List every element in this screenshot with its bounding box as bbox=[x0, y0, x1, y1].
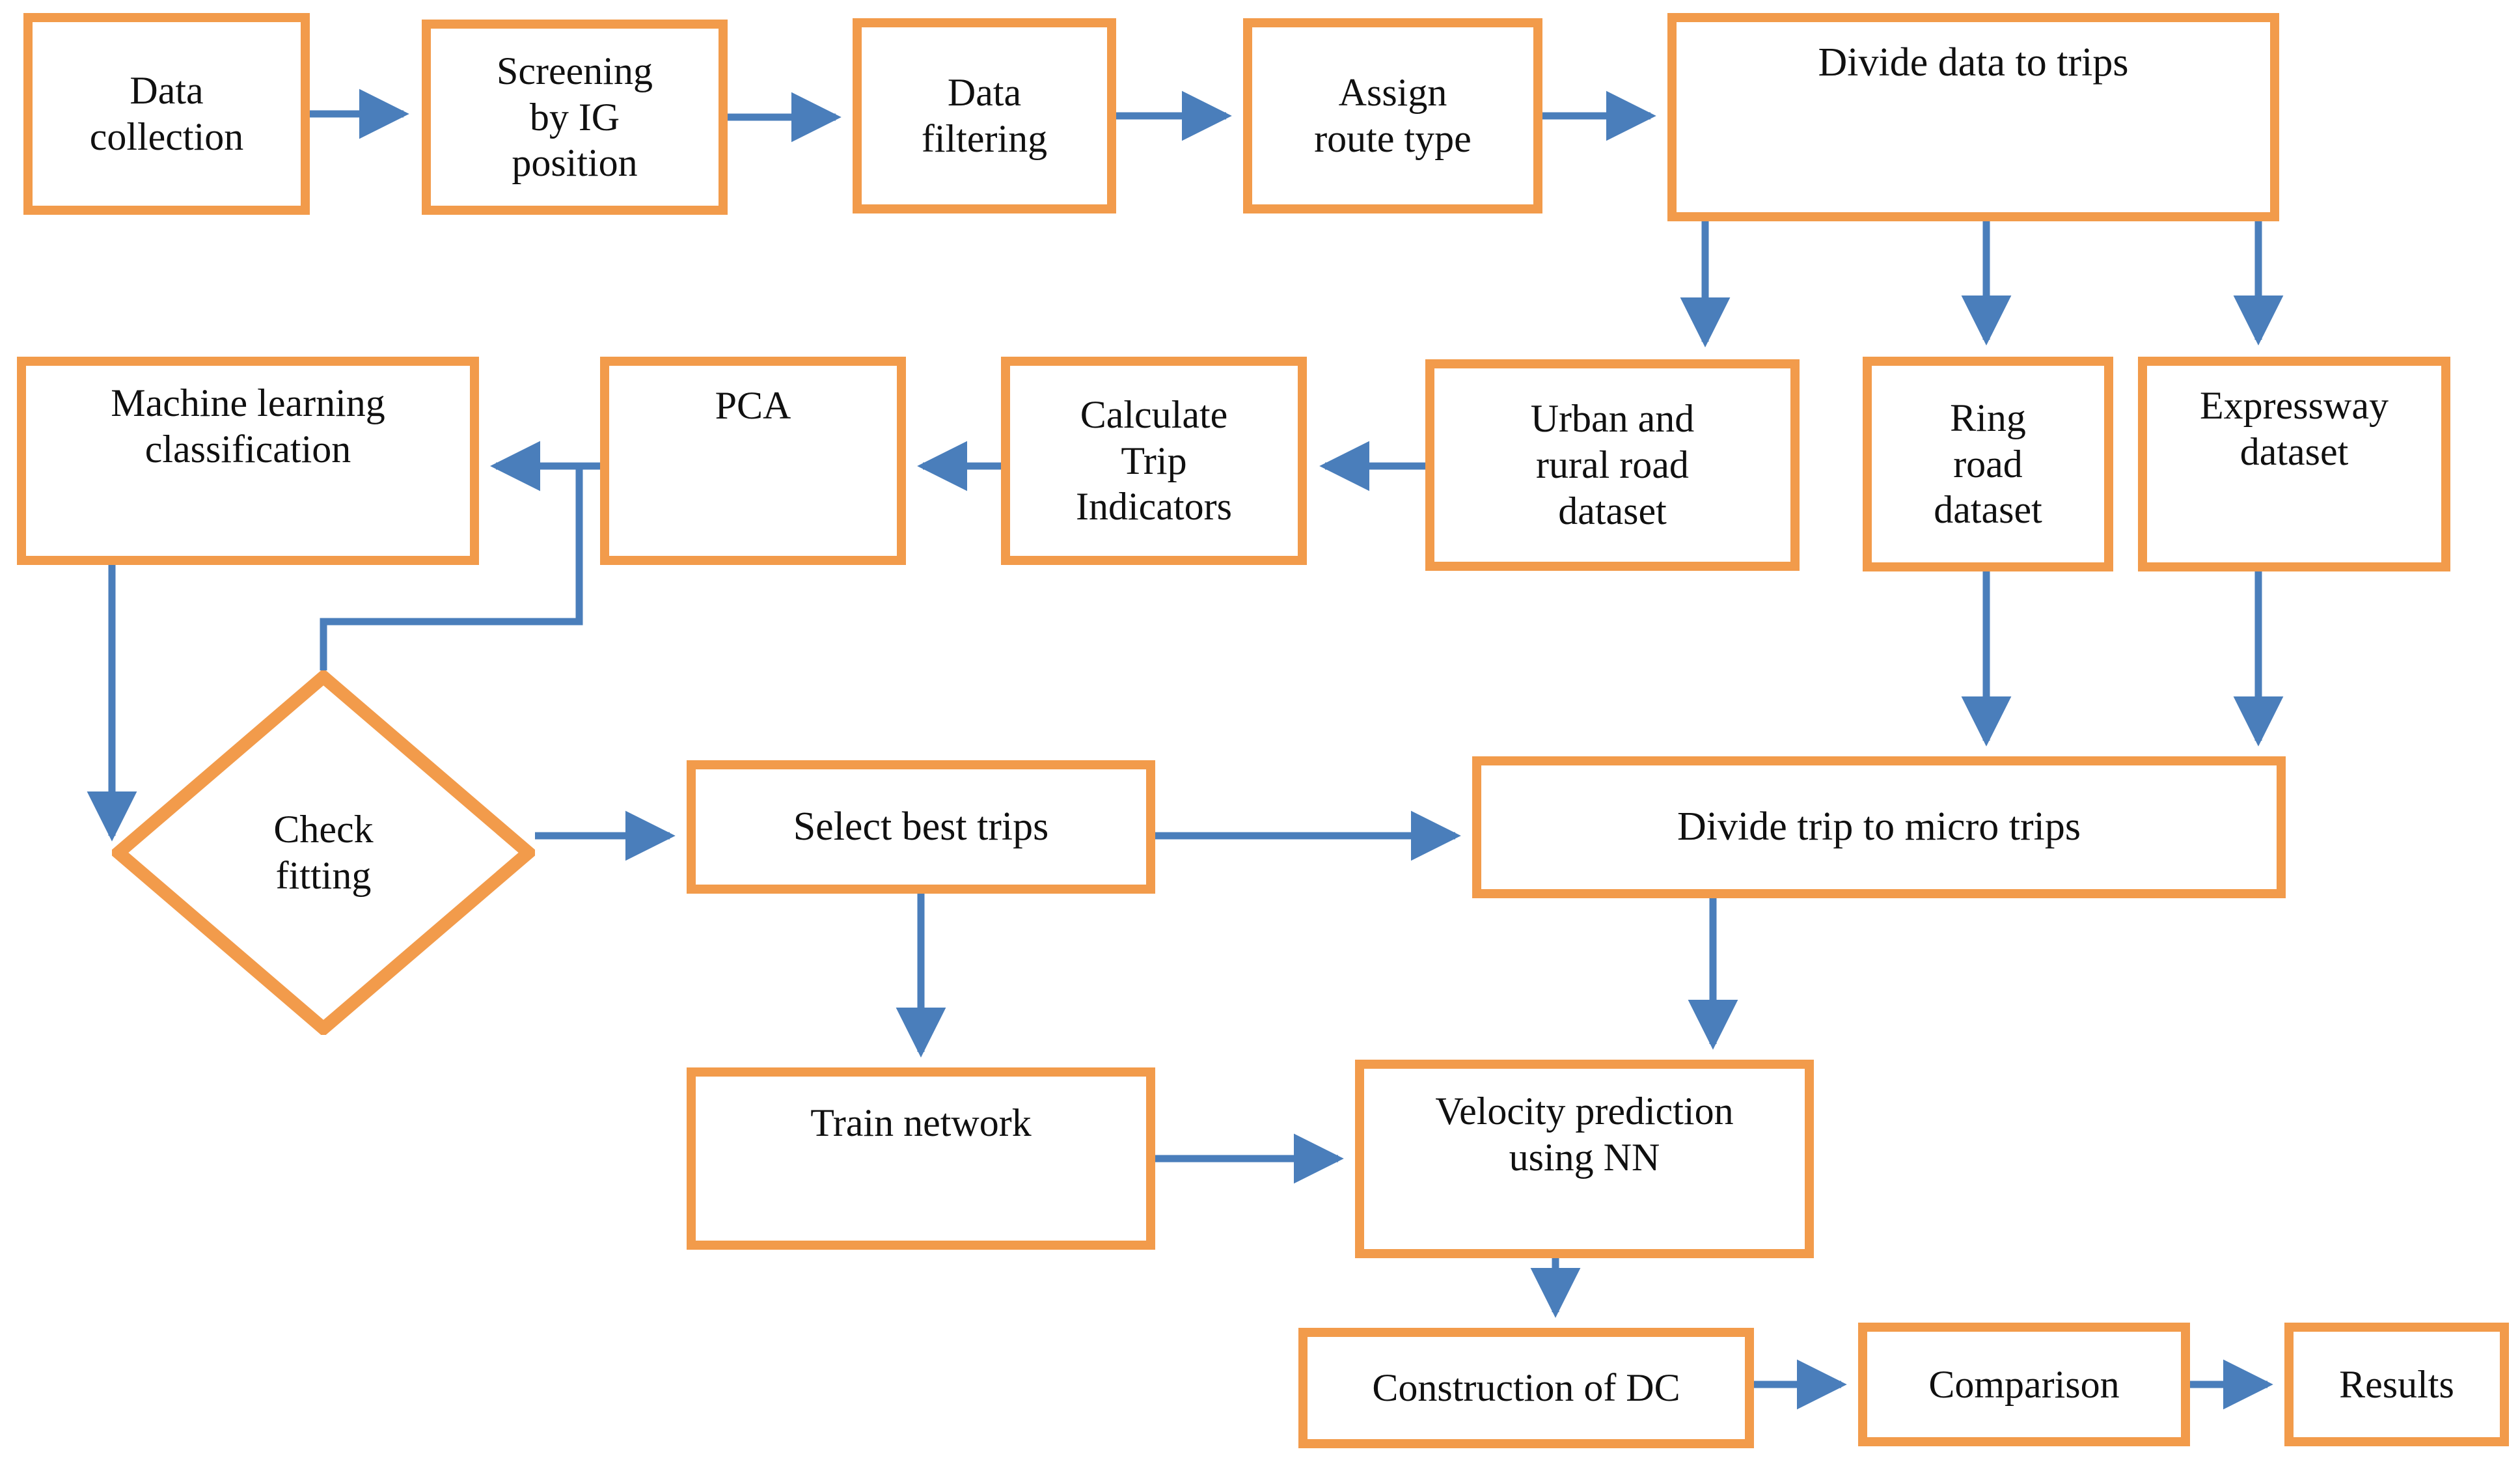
node-label: Results bbox=[2339, 1362, 2454, 1406]
node-pca[interactable]: PCA bbox=[600, 357, 906, 565]
node-label: Comparison bbox=[1928, 1362, 2120, 1406]
node-divide-trip-to-micro-trips[interactable]: Divide trip to micro trips bbox=[1472, 756, 2286, 898]
node-assign-route-type[interactable]: Assign route type bbox=[1243, 18, 1542, 213]
node-label: Expressway dataset bbox=[2200, 384, 2389, 473]
node-divide-data-to-trips[interactable]: Divide data to trips bbox=[1667, 13, 2279, 221]
node-label: Divide data to trips bbox=[1818, 40, 2129, 85]
node-urban-and-rural-road-dataset[interactable]: Urban and rural road dataset bbox=[1425, 359, 1800, 571]
node-label: Train network bbox=[810, 1101, 1032, 1144]
node-check-fitting[interactable]: Check fitting bbox=[108, 668, 539, 1038]
node-select-best-trips[interactable]: Select best trips bbox=[687, 760, 1155, 894]
node-label: Data filtering bbox=[921, 71, 1048, 160]
node-train-network[interactable]: Train network bbox=[687, 1067, 1155, 1250]
node-label: Screening by IG position bbox=[497, 49, 653, 185]
node-label: Assign route type bbox=[1314, 71, 1472, 160]
node-data-filtering[interactable]: Data filtering bbox=[853, 18, 1116, 213]
node-label: Check fitting bbox=[273, 808, 374, 897]
node-label: Construction of DC bbox=[1372, 1366, 1680, 1410]
node-construction-of-dc[interactable]: Construction of DC bbox=[1298, 1328, 1754, 1448]
node-label: Velocity prediction using NN bbox=[1435, 1090, 1734, 1179]
node-label: Machine learning classification bbox=[111, 381, 385, 471]
node-label: Data collection bbox=[89, 69, 244, 158]
node-results[interactable]: Results bbox=[2284, 1323, 2509, 1446]
node-screening-by-ig-position[interactable]: Screening by IG position bbox=[422, 20, 728, 215]
node-label: Ring road dataset bbox=[1934, 396, 2042, 532]
node-label: Divide trip to micro trips bbox=[1677, 805, 2081, 849]
node-label: Calculate Trip Indicators bbox=[1076, 392, 1232, 529]
node-comparison[interactable]: Comparison bbox=[1858, 1323, 2190, 1446]
node-data-collection[interactable]: Data collection bbox=[23, 13, 310, 215]
node-ring-road-dataset[interactable]: Ring road dataset bbox=[1863, 357, 2113, 571]
node-label: PCA bbox=[715, 384, 791, 427]
node-label: Urban and rural road dataset bbox=[1530, 397, 1695, 532]
diamond-shape bbox=[108, 668, 539, 1038]
node-label: Select best trips bbox=[793, 804, 1049, 849]
node-calculate-trip-indicators[interactable]: Calculate Trip Indicators bbox=[1001, 357, 1307, 565]
node-machine-learning-classification[interactable]: Machine learning classification bbox=[17, 357, 479, 565]
node-velocity-prediction-using-nn[interactable]: Velocity prediction using NN bbox=[1355, 1060, 1814, 1258]
node-expressway-dataset[interactable]: Expressway dataset bbox=[2138, 357, 2450, 571]
